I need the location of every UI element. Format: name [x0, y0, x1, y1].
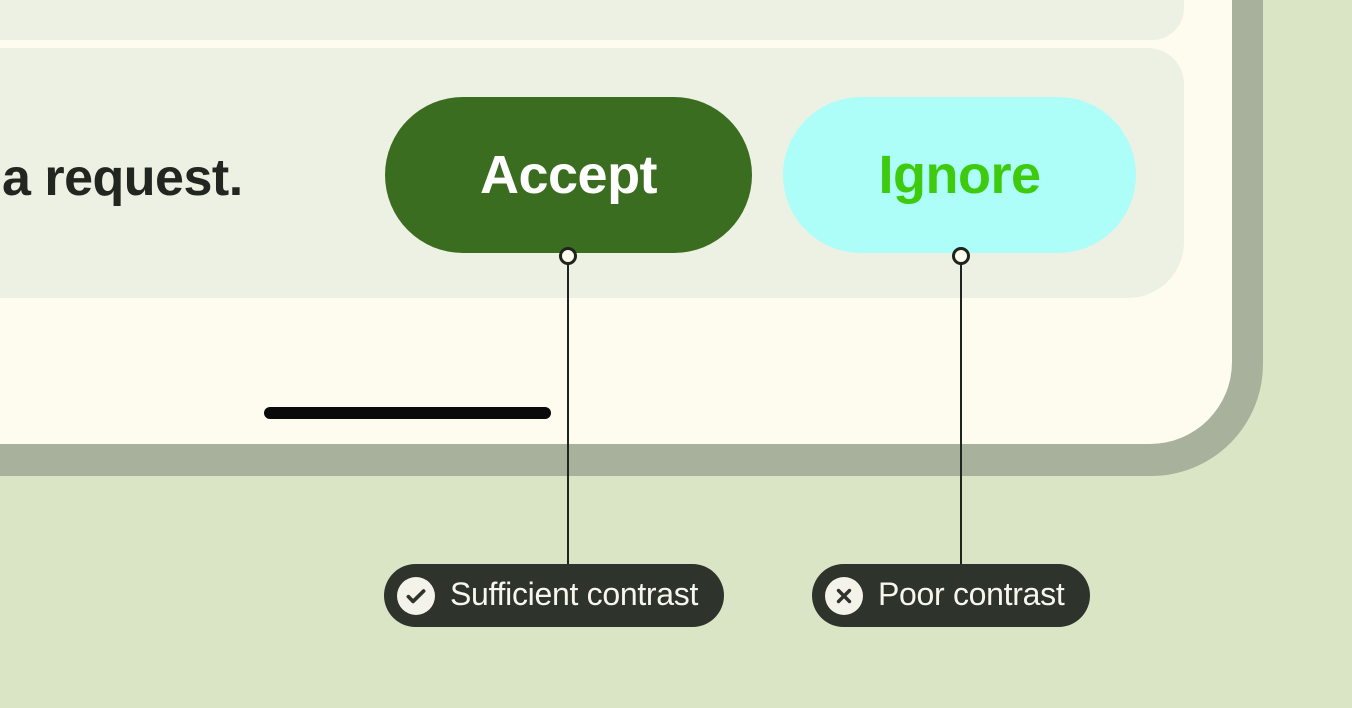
- connector-line-accept: [567, 262, 569, 566]
- cross-icon: [825, 576, 863, 615]
- callout-sufficient-contrast: Sufficient contrast: [384, 564, 725, 627]
- accept-button[interactable]: Accept: [385, 97, 752, 253]
- message-text: a request.: [2, 149, 243, 207]
- card-top: [0, 0, 1184, 40]
- check-icon: [397, 576, 435, 615]
- connector-dot-ignore: [952, 247, 970, 265]
- callout-sufficient-label: Sufficient contrast: [450, 576, 699, 612]
- callout-poor-label: Poor contrast: [878, 576, 1065, 612]
- ignore-button[interactable]: Ignore: [783, 97, 1136, 253]
- callout-poor-contrast: Poor contrast: [812, 564, 1091, 627]
- connector-dot-accept: [559, 247, 577, 265]
- home-indicator: [264, 407, 551, 419]
- connector-line-ignore: [960, 262, 962, 566]
